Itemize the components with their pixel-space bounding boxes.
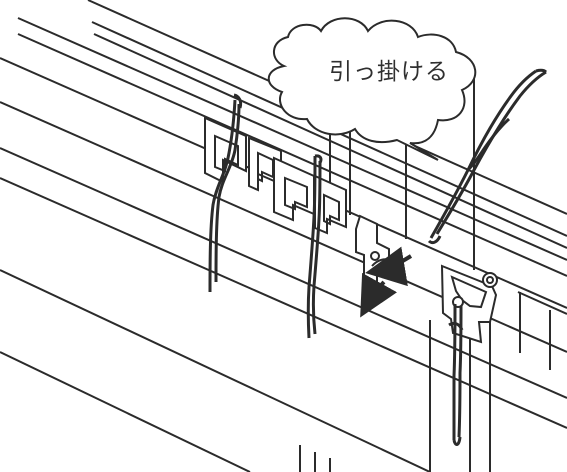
bracket-4 (314, 174, 347, 235)
middle-hook (355, 214, 399, 285)
rotation-arrows (360, 246, 413, 318)
bracket-3 (273, 156, 315, 222)
callout-text: 引っ掛ける (329, 59, 449, 85)
speech-bubble (267, 17, 477, 161)
right-clip (440, 264, 498, 344)
hook-lines (208, 68, 548, 446)
bracket-1 (204, 116, 247, 184)
